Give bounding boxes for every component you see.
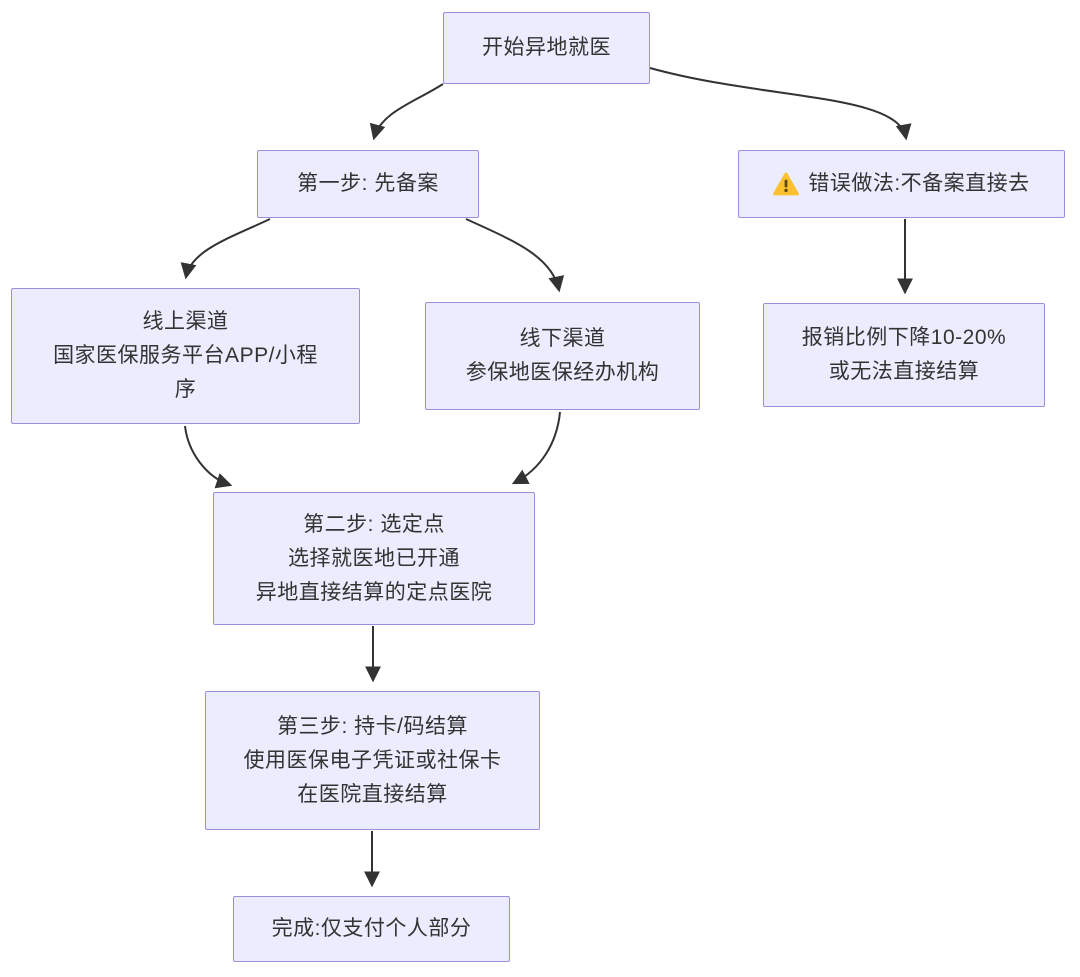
node-online-label: 线上渠道 国家医保服务平台APP/小程 序 [53, 310, 318, 401]
edge-online-step2 [184, 425, 233, 489]
node-offline: 线下渠道 参保地医保经办机构 [425, 302, 700, 410]
node-warning-label: 错误做法:不备案直接去 [808, 172, 1030, 195]
node-offline-label: 线下渠道 参保地医保经办机构 [465, 327, 660, 384]
node-step2: 第二步: 选定点 选择就医地已开通 异地直接结算的定点医院 [213, 492, 535, 625]
node-start: 开始异地就医 [443, 12, 650, 84]
node-step3-label: 第三步: 持卡/码结算 使用医保电子凭证或社保卡 在医院直接结算 [243, 714, 502, 806]
node-done: 完成:仅支付个人部分 [233, 896, 510, 962]
edge-step1-online [180, 218, 271, 280]
edge-start-step1 [369, 83, 444, 141]
edge-start-warning [649, 67, 912, 141]
node-online: 线上渠道 国家医保服务平台APP/小程 序 [11, 288, 360, 424]
edge-step1-offline [465, 218, 565, 293]
node-penalty: 报销比例下降10-20% 或无法直接结算 [763, 303, 1045, 407]
node-start-label: 开始异地就医 [482, 36, 611, 59]
node-warning: 错误做法:不备案直接去 [738, 150, 1065, 218]
node-step1-label: 第一步: 先备案 [297, 172, 439, 195]
edge-offline-step2 [511, 411, 561, 485]
node-penalty-label: 报销比例下降10-20% 或无法直接结算 [801, 326, 1007, 383]
node-step2-label: 第二步: 选定点 选择就医地已开通 异地直接结算的定点医院 [255, 512, 493, 604]
node-step1: 第一步: 先备案 [257, 150, 479, 218]
node-step3: 第三步: 持卡/码结算 使用医保电子凭证或社保卡 在医院直接结算 [205, 691, 540, 830]
warning-content: 错误做法:不备案直接去 [773, 167, 1029, 201]
warning-icon [773, 172, 800, 196]
node-done-label: 完成:仅支付个人部分 [271, 917, 472, 940]
